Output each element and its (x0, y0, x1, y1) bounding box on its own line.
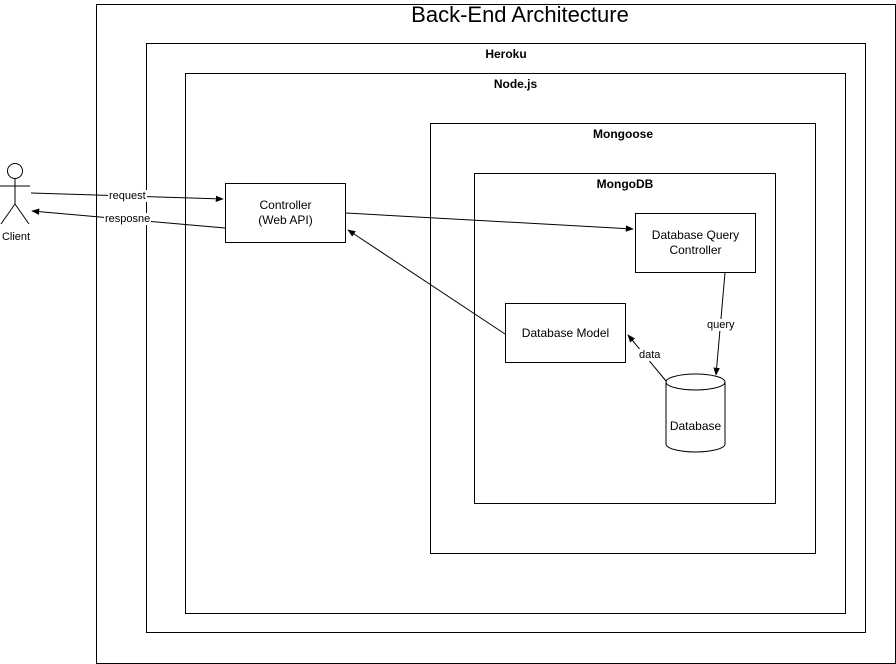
database-label: Database (669, 419, 722, 433)
client-label: Client (1, 231, 31, 243)
data-edge-label: data (638, 349, 662, 361)
database-cylinder-icon[interactable] (665, 373, 726, 453)
diagram-title: Back-End Architecture (411, 2, 629, 27)
mongodb-frame-title: MongoDB (596, 177, 654, 191)
response-edge-label: resposne (104, 213, 152, 225)
nodejs-frame: Node.js (185, 73, 846, 614)
heroku-frame: Heroku (146, 43, 866, 633)
query-edge-label: query (706, 319, 736, 331)
controller-node[interactable]: Controller (Web API) (225, 183, 346, 243)
controller-to-query-edge (345, 212, 634, 232)
mongoose-frame: Mongoose (430, 123, 816, 554)
model-to-controller-edge (347, 229, 506, 335)
heroku-frame-title: Heroku (485, 47, 527, 61)
database-model-node[interactable]: Database Model (505, 303, 626, 363)
mongoose-frame-title: Mongoose (593, 127, 653, 141)
mongodb-frame: MongoDB (474, 173, 776, 504)
database-query-controller-node[interactable]: Database Query Controller (635, 213, 756, 273)
client-actor-icon[interactable] (0, 163, 30, 225)
nodejs-frame-title: Node.js (493, 77, 538, 91)
request-edge-label: request (108, 190, 147, 202)
